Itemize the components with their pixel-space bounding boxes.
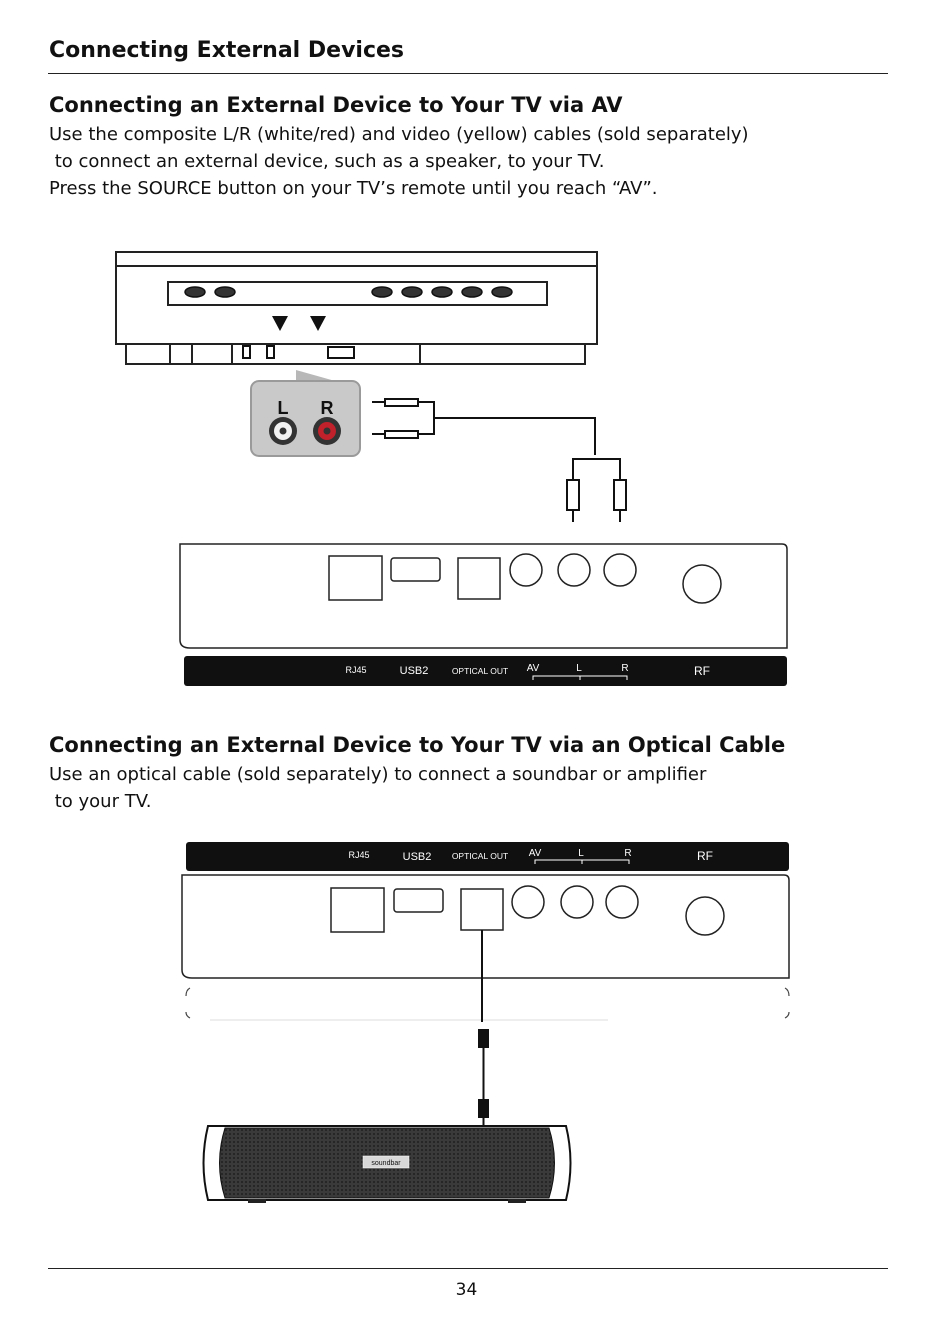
external-device xyxy=(115,251,598,365)
red-jack xyxy=(313,417,341,445)
optical-text-line: Use an optical cable (sold separately) t… xyxy=(49,764,707,785)
device-jack-callout xyxy=(250,380,361,457)
port-label-strip-av xyxy=(184,656,787,686)
footer-divider xyxy=(48,1268,888,1269)
av-section-heading: Connecting an External Device to Your TV… xyxy=(49,93,623,117)
optical-text-line: to your TV. xyxy=(49,791,152,812)
av-text-line: Press the SOURCE button on your TV’s rem… xyxy=(49,178,658,199)
port-label-av: AV xyxy=(527,663,540,674)
port-label-rf: RF xyxy=(694,664,710,678)
device-buttons xyxy=(184,286,513,298)
port-label-optical: OPTICAL OUT xyxy=(452,666,508,676)
port-labels-av: RJ45 USB2 OPTICAL OUT AV L R RF xyxy=(345,663,710,678)
port-label-usb2: USB2 xyxy=(400,665,429,677)
page-title: Connecting External Devices xyxy=(49,38,405,63)
jack-label-r: R xyxy=(321,398,334,418)
av-section-text: Use the composite L/R (white/red) and vi… xyxy=(49,121,749,202)
white-jack xyxy=(269,417,297,445)
av-text-line: Use the composite L/R (white/red) and vi… xyxy=(49,124,749,145)
jack-label-l: L xyxy=(278,398,289,418)
device-small-ports xyxy=(242,345,355,359)
page-number: 34 xyxy=(455,1280,478,1300)
port-label-r: R xyxy=(621,663,628,674)
optical-section-text: Use an optical cable (sold separately) t… xyxy=(49,761,706,815)
optical-section-heading: Connecting an External Device to Your TV… xyxy=(49,733,786,757)
av-text-line: to connect an external device, such as a… xyxy=(49,151,605,172)
tv-back-panel-av xyxy=(179,543,788,649)
header-divider xyxy=(48,73,888,74)
rca-cable xyxy=(372,398,627,522)
port-label-rj45: RJ45 xyxy=(345,665,366,675)
pointer-arrows xyxy=(272,316,326,331)
port-label-l: L xyxy=(576,663,582,674)
